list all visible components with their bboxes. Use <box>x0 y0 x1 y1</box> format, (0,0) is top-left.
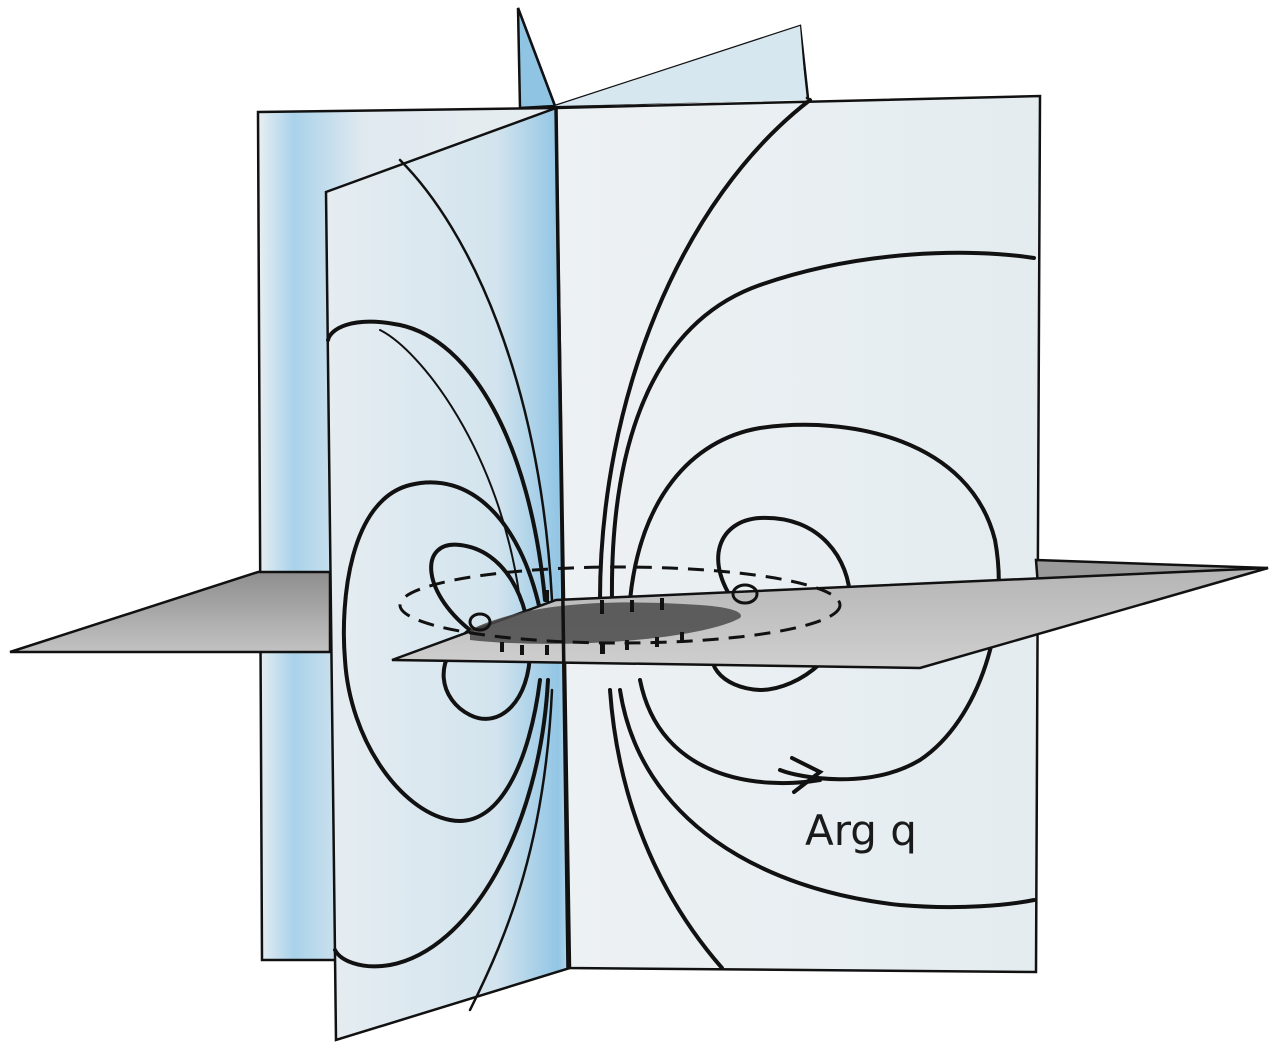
field-lines-left <box>326 158 554 1012</box>
central-edge <box>554 105 570 969</box>
front-diagonal-panel <box>324 106 572 1042</box>
ring-dots <box>500 590 684 655</box>
back-plane <box>516 7 810 110</box>
field-lines-right <box>598 98 1036 970</box>
dashed-ring <box>398 565 842 645</box>
arg-q-label: Arg q <box>805 806 917 855</box>
right-panel <box>554 94 1042 974</box>
